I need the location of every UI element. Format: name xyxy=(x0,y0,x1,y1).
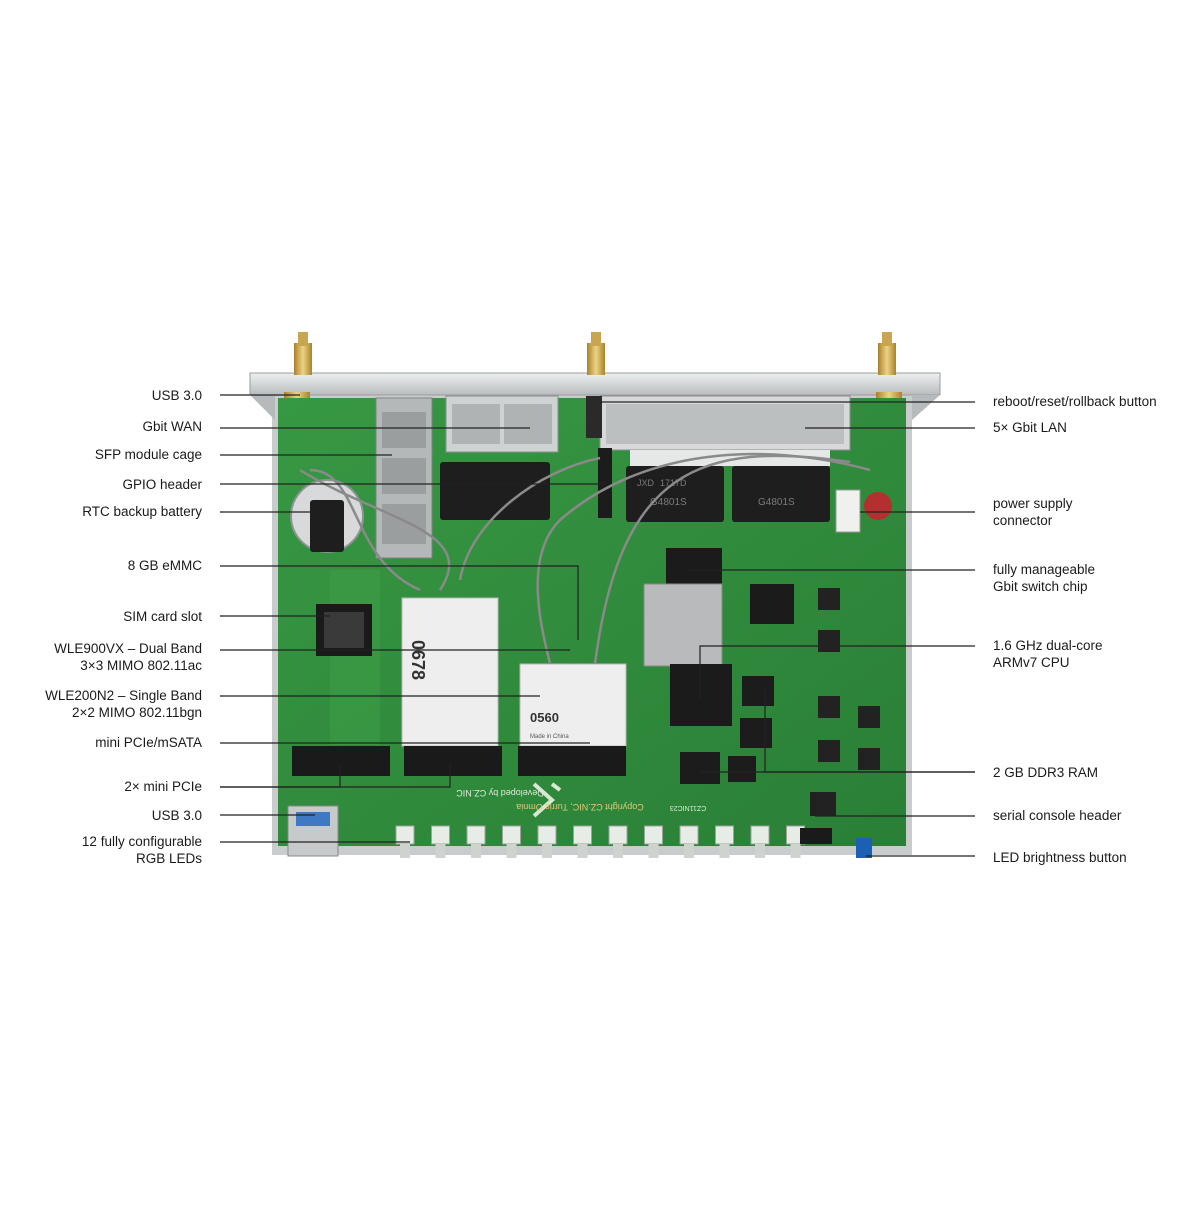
callout-sim-slot: SIM card slot xyxy=(123,609,202,624)
rgb-leds xyxy=(395,825,805,858)
leader-line xyxy=(764,690,975,773)
callout-sfp-cage: SFP module cage xyxy=(94,447,202,462)
transformer-brand: JXD xyxy=(637,478,655,488)
rgb-led xyxy=(715,825,734,845)
transformer-part-2: G4801S xyxy=(758,497,795,508)
rgb-led-lens xyxy=(542,844,552,858)
leader-line xyxy=(699,645,975,700)
power-connector xyxy=(835,489,892,533)
leader-line xyxy=(220,565,579,640)
lan-transformers: JXD 1717D G4801S G4801S xyxy=(440,462,830,522)
callout-rgb-leds: 12 fully configurable RGB LEDs xyxy=(81,834,202,866)
rgb-led-lens xyxy=(755,844,765,858)
rgb-led-lens xyxy=(506,844,517,858)
callout-leader-lines xyxy=(220,394,975,857)
rgb-led xyxy=(608,825,628,845)
rgb-led xyxy=(502,825,521,845)
silk-copyright: Copyright CZ.NIC, Turris Omnia xyxy=(516,802,644,812)
mini-pcie-slots xyxy=(292,746,626,776)
rgb-led-lens xyxy=(471,844,481,858)
callout-switch-chip: fully manageable Gbit switch chip xyxy=(993,562,1096,594)
leader-line xyxy=(220,763,341,788)
led-brightness-button xyxy=(856,838,872,858)
callout-wle900vx: WLE900VX – Dual Band 3×3 MIMO 802.11ac xyxy=(54,641,202,673)
serial-console-header xyxy=(800,828,832,844)
callout-usb30-bottom: USB 3.0 xyxy=(151,808,202,823)
card1-cert: 0678 xyxy=(408,640,428,680)
rgb-led xyxy=(679,825,699,845)
cpu-heatsink xyxy=(643,583,732,726)
rgb-led-lens xyxy=(613,844,623,858)
callout-rtc-battery: RTC backup battery xyxy=(82,504,202,519)
callout-cpu: 1.6 GHz dual-core ARMv7 CPU xyxy=(993,638,1103,670)
callout-gbit-lan: 5× Gbit LAN xyxy=(993,420,1067,435)
rgb-led-lens xyxy=(648,844,659,858)
rgb-led xyxy=(644,825,663,845)
rgb-led xyxy=(466,825,486,845)
callout-emmc: 8 GB eMMC xyxy=(127,558,202,573)
callout-gbit-wan: Gbit WAN xyxy=(142,419,202,434)
wle900vx-card: 0678 xyxy=(401,597,499,747)
switch-chip xyxy=(666,548,794,624)
callout-gpio-header: GPIO header xyxy=(122,477,202,492)
rgb-led xyxy=(537,825,557,845)
rgb-led xyxy=(431,825,450,845)
callout-led-button: LED brightness button xyxy=(993,850,1127,865)
gpio-header xyxy=(598,448,612,518)
rgb-led xyxy=(395,825,415,845)
rgb-led xyxy=(750,825,770,845)
callout-ddr3-ram: 2 GB DDR3 RAM xyxy=(993,765,1099,780)
card2-origin: Made in China xyxy=(530,734,569,740)
rear-ports xyxy=(375,395,851,559)
turris-logo xyxy=(532,782,562,818)
rgb-led xyxy=(573,825,592,845)
callout-power-connector: power supply connector xyxy=(993,496,1073,528)
sim-card-slot xyxy=(316,604,372,656)
rgb-led-lens xyxy=(790,844,801,858)
callout-wle200n2: WLE200N2 – Single Band 2×2 MIMO 802.11bg… xyxy=(45,688,202,720)
callout-serial-header: serial console header xyxy=(993,808,1122,823)
wle200n2-card: 0560 Made in China xyxy=(519,663,627,747)
callout-reboot-button: reboot/reset/rollback button xyxy=(993,394,1157,409)
callout-usb30-top: USB 3.0 xyxy=(151,388,202,403)
rgb-led-lens xyxy=(435,844,446,858)
rgb-led-lens xyxy=(719,844,730,858)
rgb-led-lens xyxy=(577,844,588,858)
ddr3-ram-chips xyxy=(680,676,774,784)
card2-cert: 0560 xyxy=(530,710,559,725)
usb30-port xyxy=(287,805,339,857)
antenna-cables xyxy=(299,452,871,665)
rgb-led-lens xyxy=(684,844,694,858)
rtc-battery xyxy=(290,479,364,553)
callout-mini-pcie-msata: mini PCIe/mSATA xyxy=(95,735,202,750)
callout-mini-pcie-2x: 2× mini PCIe xyxy=(124,779,202,794)
rgb-led-lens xyxy=(400,844,410,858)
silk-rev: CZ11NIC23 xyxy=(670,804,707,811)
silk-developed: Developed by CZ.NIC xyxy=(456,788,544,798)
transformer-part: G4801S xyxy=(650,497,687,508)
